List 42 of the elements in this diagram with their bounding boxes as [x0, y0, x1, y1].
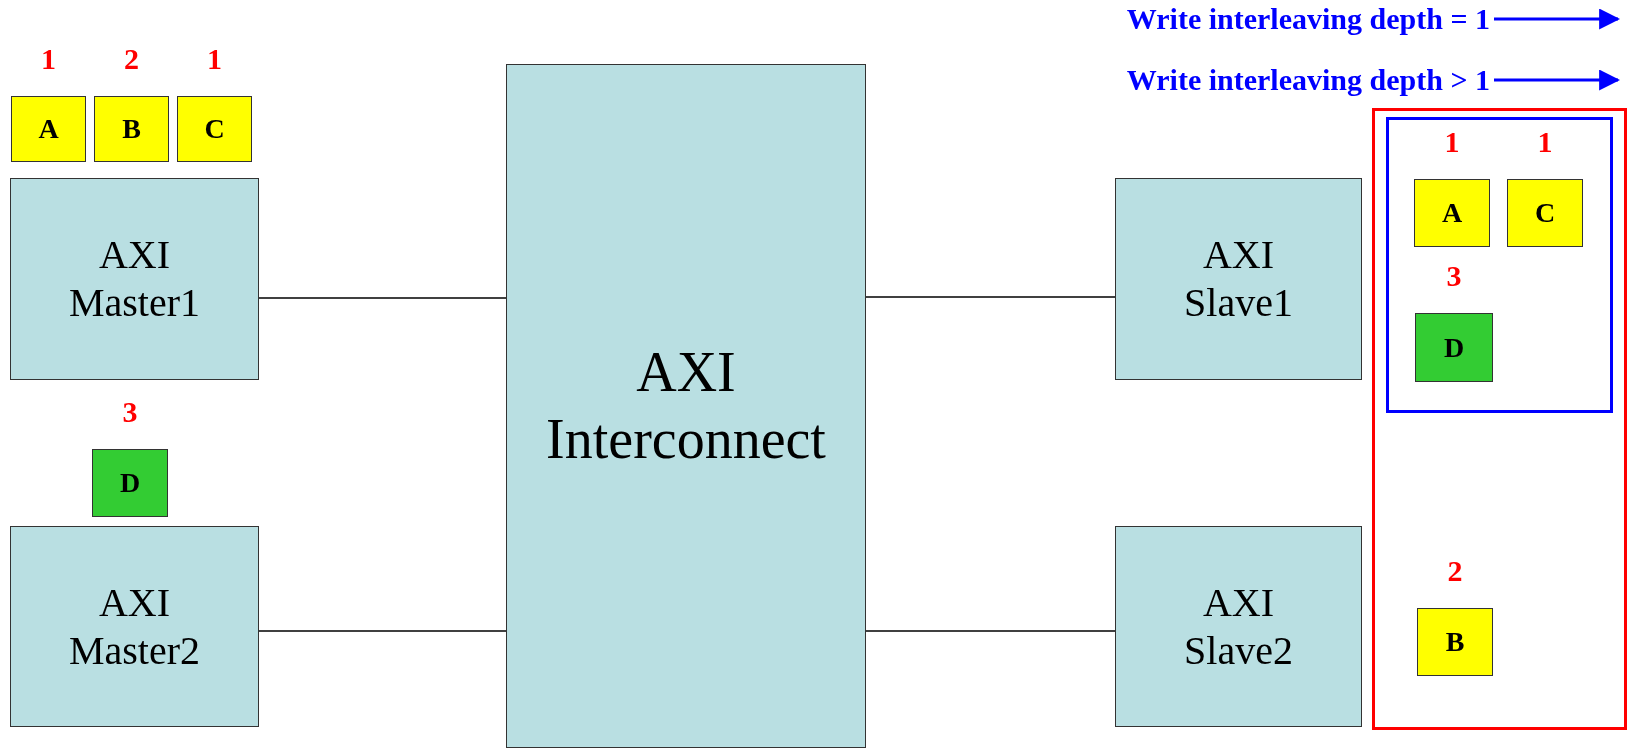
- legend-text: Write interleaving depth > 1: [1126, 65, 1490, 95]
- sequence-number: 3: [1445, 261, 1463, 291]
- block-box: [10, 526, 259, 727]
- data-packet-box: [11, 96, 86, 162]
- node-label: AXI Master2: [67, 578, 202, 675]
- node-label: B: [1445, 626, 1465, 658]
- node-label: B: [122, 113, 141, 145]
- connector-line: [865, 296, 1116, 298]
- node-label: AXI Slave1: [1183, 231, 1294, 327]
- node-label: AXI Slave2: [1183, 578, 1294, 675]
- block-box: [1115, 178, 1362, 380]
- node-label: C: [204, 113, 225, 145]
- sequence-number: 1: [40, 44, 57, 74]
- legend-text: Write interleaving depth = 1: [1126, 4, 1490, 34]
- data-packet-box: [1507, 179, 1583, 247]
- sequence-number: 2: [123, 44, 140, 74]
- data-packet-box: [94, 96, 169, 162]
- interleaving-group-frame: [1386, 117, 1613, 413]
- sequence-number: 1: [1536, 127, 1554, 157]
- node-label: C: [1534, 197, 1556, 229]
- sequence-number: 2: [1446, 556, 1464, 586]
- data-packet-box: [1417, 608, 1493, 676]
- node-label: D: [1443, 331, 1465, 364]
- sequence-number: 3: [121, 397, 139, 427]
- connector-line: [258, 297, 507, 299]
- connector-line: [865, 630, 1116, 632]
- node-label: D: [119, 467, 141, 499]
- data-packet-box: [1415, 313, 1493, 382]
- slave-group-frame: [1372, 108, 1627, 730]
- data-packet-box: [1414, 179, 1490, 247]
- data-packet-box: [177, 96, 252, 162]
- data-packet-box: [92, 449, 168, 517]
- block-box: [10, 178, 259, 380]
- node-label: A: [38, 113, 59, 145]
- connector-line: [258, 630, 507, 632]
- sequence-number: 1: [206, 44, 223, 74]
- node-label: A: [1441, 197, 1463, 229]
- node-label: AXI Master1: [67, 231, 202, 327]
- node-label: AXI Interconnect: [545, 339, 827, 472]
- block-box: [1115, 526, 1362, 727]
- block-box: [506, 64, 866, 748]
- sequence-number: 1: [1443, 127, 1461, 157]
